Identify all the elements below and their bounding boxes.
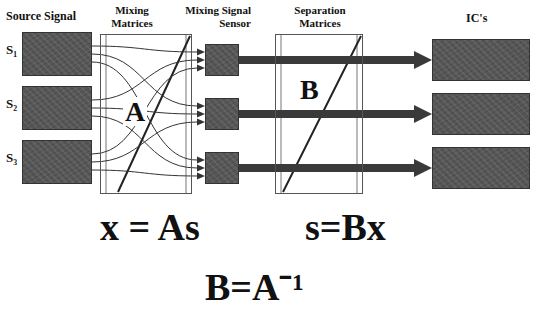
separation-arrow — [239, 164, 414, 172]
source-signal-box: S₃ — [22, 140, 92, 184]
mixing-path — [92, 122, 197, 162]
source-label: S₁ — [6, 43, 17, 58]
ic-box — [432, 147, 530, 189]
mixing-matrix-box: Mixing MatricesA — [100, 34, 192, 194]
mixing-path — [92, 170, 197, 176]
column-heading: Source Signal — [6, 10, 76, 24]
source-signal-box: S₁ — [22, 32, 92, 76]
column-heading: Mixing Signal Sensor — [165, 4, 251, 29]
mixing-path — [92, 62, 197, 160]
source-label: S₃ — [6, 151, 17, 166]
mixing-path — [92, 60, 197, 100]
sensor-box — [205, 98, 239, 130]
matrix-symbol: B — [298, 75, 321, 104]
source-signal-box: S₂ — [22, 86, 92, 130]
equation: B=A⁻¹ — [205, 266, 304, 310]
mixing-path — [92, 46, 197, 52]
matrix-heading: Mixing Matrices — [101, 4, 163, 29]
ic-box — [432, 39, 530, 81]
source-label: S₂ — [6, 97, 17, 112]
separation-arrow — [239, 110, 414, 118]
mixing-path — [92, 68, 197, 154]
matrix-inner-line — [106, 35, 107, 193]
equation: s=Bx — [305, 206, 386, 250]
separation-arrow — [239, 56, 414, 64]
column-heading: IC's — [466, 12, 487, 26]
equation: x = As — [100, 206, 200, 250]
ic-box — [432, 93, 530, 135]
matrix-heading: Separation Matrices — [278, 4, 362, 29]
sensor-box — [205, 44, 239, 76]
matrix-symbol: A — [123, 97, 147, 126]
sensor-box — [205, 152, 239, 184]
separation-matrix-box: Separation MatricesB — [275, 34, 363, 194]
